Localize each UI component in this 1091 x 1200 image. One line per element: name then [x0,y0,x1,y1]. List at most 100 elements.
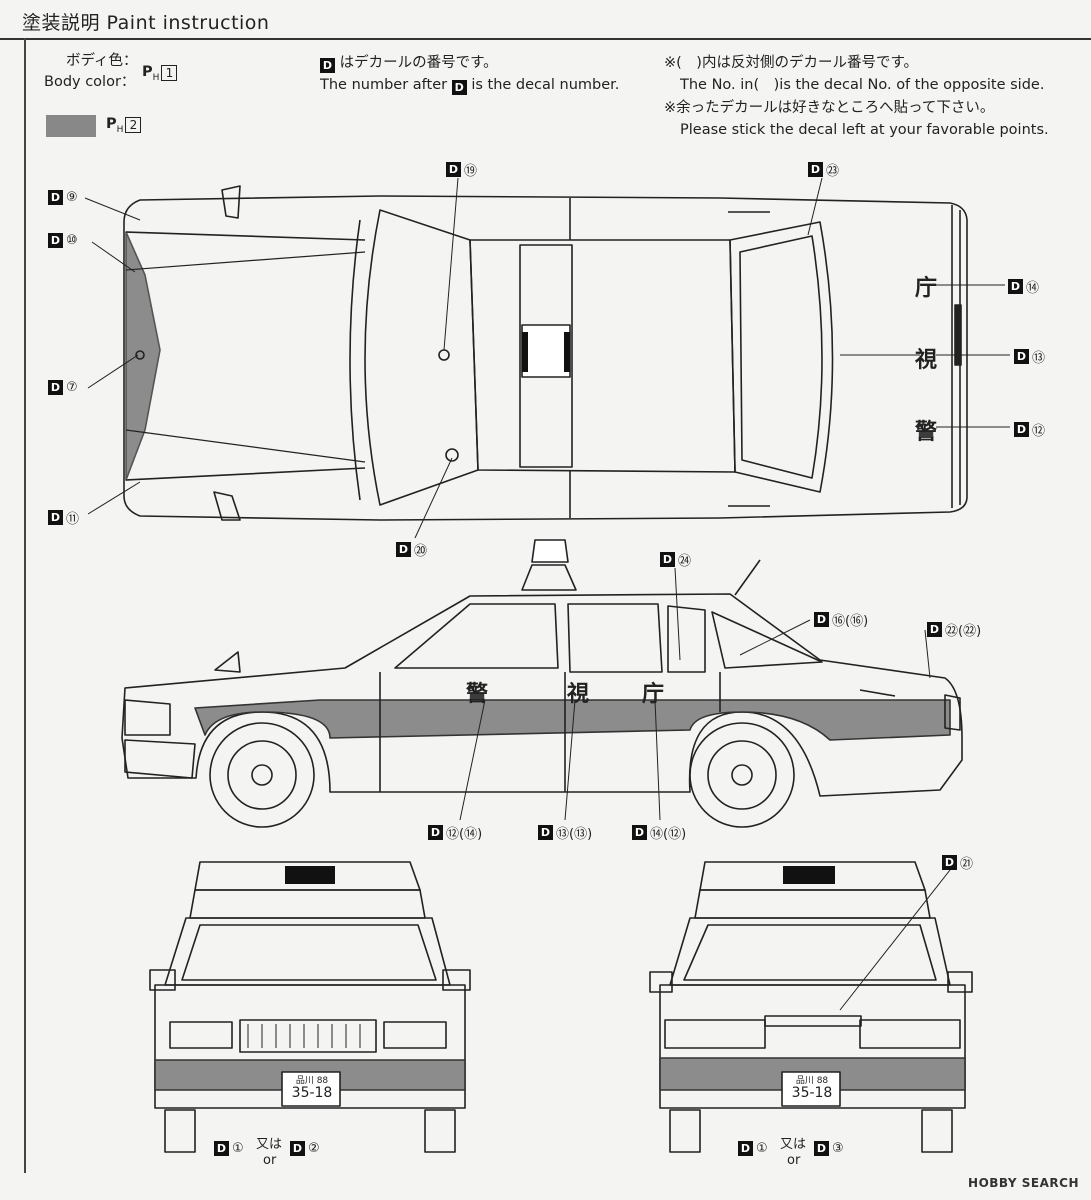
opposite-note-3: ※余ったデカールは好きなところへ貼って下さい。 [664,100,995,116]
decal-box-icon: D [632,825,647,840]
decal-box-icon: D [942,855,957,870]
callout-num: ⑯(⑯) [832,614,869,629]
callout-num: ⑪ [66,512,80,527]
side-view-car [121,539,963,828]
body-color-label-en: Body color： [44,74,136,90]
decal-box-icon: D [48,190,63,205]
decal-box-icon: D [1008,279,1023,294]
callout-num: ① [232,1141,244,1156]
rear-or-en: or [787,1153,801,1168]
decal-box-icon: D [48,233,63,248]
decal-box-icon: D [808,162,823,177]
paint-2-swatch [46,115,96,137]
decal-box-icon: D [290,1141,305,1156]
paint-1-sub: H [152,72,160,83]
rear-view-car [649,861,973,1153]
callout-num: ⑲ [464,164,478,179]
paint-2-number: 2 [125,117,142,133]
callout-leaders [84,177,1010,1011]
paint-1-number: 1 [161,65,178,81]
decal-note-en: The number after D is the decal number. [320,75,619,96]
side-kanji-1: 警 [466,682,489,707]
paint-1-prefix: P [142,64,153,80]
rear-or-ja: 又は [780,1137,807,1152]
page-title: 塗装説明 Paint instruction [22,12,270,34]
decal-box-icon: D [660,552,675,567]
roof-kanji-1: 庁 [915,276,938,301]
callout-num: ⑫(⑭) [446,827,483,842]
decal-box-icon: D [1014,422,1029,437]
callout-num: ⑫ [1032,424,1046,439]
callout-num: ② [308,1141,320,1156]
rear-plate-number: 35-18 [791,1085,833,1101]
decal-box-icon: D [428,825,443,840]
decal-box-icon: D [446,162,461,177]
decal-box-icon: D [1014,349,1029,364]
callout-num: ⑩ [66,233,78,248]
body-color-label-ja: ボディ色： [66,53,138,69]
decal-note-ja: D はデカールの番号です。 [320,53,498,74]
front-plate-number: 35-18 [291,1085,333,1101]
front-or-ja: 又は [256,1137,283,1152]
decal-note-line2b: is the decal number. [471,77,620,93]
front-or-en: or [263,1153,277,1168]
callout-num: ㉑ [960,857,974,872]
opposite-note-2: The No. in( )is the decal No. of the opp… [680,77,1045,93]
decal-box-icon: D [927,622,942,637]
decal-box-icon: D [738,1141,753,1156]
decal-box-icon: D [320,58,335,73]
decal-box-icon: D [214,1141,229,1156]
callout-num: ⑦ [66,380,78,395]
decal-box-icon: D [396,542,411,557]
paint-2-sub: H [116,124,124,135]
callout-num: ⑭ [1026,281,1040,296]
decal-box-icon: D [48,380,63,395]
opposite-note-1: ※( )内は反対側のデカール番号です。 [664,55,919,71]
roof-kanji-3: 警 [915,420,938,445]
callout-num: ⑬(⑬) [556,827,593,842]
hobby-search-logo: HOBBY SEARCH [968,1176,1079,1190]
frame-left-rule [24,38,26,1173]
front-view-car [149,861,471,1153]
decal-box-icon: D [814,612,829,627]
side-kanji-2: 視 [567,682,590,707]
front-plate-top: 品川 88 [295,1076,329,1086]
callout-num: ⑨ [66,190,78,205]
callout-num: ㉓ [826,164,840,179]
decal-note-line2a: The number after [320,77,448,93]
roof-kanji-2: 視 [915,348,938,373]
callout-num: ㉔ [678,554,692,569]
callout-num: ⑬ [1032,351,1046,366]
decal-box-icon: D [48,510,63,525]
callout-num: ③ [832,1141,844,1156]
callout-num: ㉒(㉒) [945,624,982,639]
title-divider [0,38,1091,40]
decal-box-icon: D [814,1141,829,1156]
opposite-note-4: Please stick the decal left at your favo… [680,122,1049,138]
rear-plate-top: 品川 88 [795,1076,829,1086]
decal-box-icon: D [538,825,553,840]
side-kanji-3: 庁 [642,682,665,707]
callout-num: ① [756,1141,768,1156]
